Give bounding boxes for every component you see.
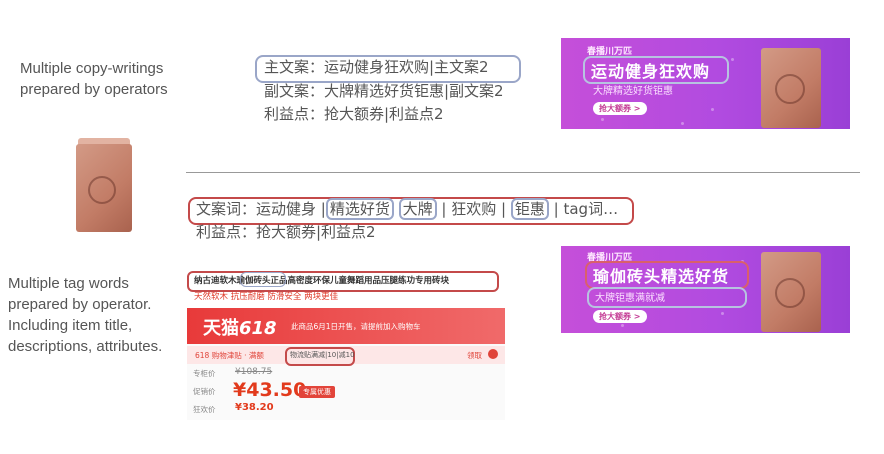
price-3: ¥38.20 [235, 402, 274, 413]
product-title-highlight [187, 271, 499, 292]
main-copy-highlight [255, 55, 521, 83]
tag-note-line-3: Including item title, [8, 317, 133, 334]
tag-words-highlight [188, 197, 634, 225]
banner-bottom-brand: 春播川万匹 [587, 253, 633, 263]
promo-strip [187, 346, 505, 364]
product-price-area: 618 购物津贴 · 满额 物流贴满减|10|减10 领取 专柜价 ¥108.7… [187, 344, 505, 420]
banner-top-sub: 大牌精选好货钜惠 [593, 86, 673, 97]
strip-tags: 物流贴满减|10|减10 [290, 351, 355, 359]
banner-bottom-sub-highlight [587, 287, 747, 308]
strip-tags-highlight [285, 347, 355, 366]
promo-badge[interactable]: 专属优惠 [299, 386, 335, 398]
banner-bottom-mandala-icon [775, 278, 805, 308]
tag-note-line-4: descriptions, attributes. [8, 338, 163, 355]
strip-dot-icon [488, 349, 498, 359]
banner-top-brand: 春播川万匹 [587, 47, 633, 57]
banner-bottom-sub: 大牌钜惠满就减 [595, 293, 665, 304]
banner-bottom-button[interactable]: 抢大额券 > [593, 310, 647, 323]
tag-note-line-1: Multiple tag words [8, 275, 129, 292]
banner-top-main-highlight [583, 56, 729, 84]
main-copy-line: 主文案：运动健身狂欢购|主文案2 [264, 58, 489, 76]
tmall-logo: 天猫 [203, 318, 239, 339]
promo-text: 此商品6月1日开售，请提前加入购物车 [291, 322, 421, 331]
price-label-2: 促销价 [193, 387, 216, 396]
tag-word-discount: 钜惠 [510, 198, 549, 220]
tag-word-brand: 大牌 [398, 198, 437, 220]
tmall-618: 618 [239, 318, 277, 339]
price-label-1: 专柜价 [193, 369, 216, 378]
banner-top-button[interactable]: 抢大额券 > [593, 102, 647, 115]
tag-word-selected-goods: 精选好货 [325, 198, 394, 220]
tag-words-suffix: | tag词… [553, 200, 619, 218]
sub-copy-line: 副文案：大牌精选好货钜惠|副文案2 [264, 82, 504, 100]
mandala-icon [88, 176, 116, 204]
product-subtitle: 天然软木 抗压耐磨 防滑安全 两块更佳 [194, 292, 339, 302]
tag-note: Multiple tag words prepared by operator.… [8, 273, 193, 357]
copywriting-note: Multiple copy-writings prepared by opera… [20, 58, 205, 100]
tag-words-prefix: 文案词：运动健身 | [196, 200, 326, 218]
tag-words-mid: | 狂欢购 | [441, 200, 507, 218]
copywriting-note-line-2: prepared by operators [20, 81, 168, 98]
banner-top-mandala-icon [775, 74, 805, 104]
title-tag-highlight [240, 272, 286, 287]
tag-benefit-line: 利益点：抢大额券|利益点2 [196, 223, 376, 241]
price-label-3: 狂欢价 [193, 405, 216, 414]
banner-top-main: 运动健身狂欢购 [591, 62, 711, 81]
price-2: ¥43.50 [233, 379, 307, 401]
banner-bottom-main: 瑜伽砖头精选好货 [593, 267, 730, 286]
strip-right[interactable]: 领取 [467, 351, 482, 360]
tag-note-line-2: prepared by operator. [8, 296, 152, 313]
strip-left: 618 购物津贴 · 满额 [195, 351, 264, 360]
yoga-brick-image [70, 138, 136, 234]
product-title: 纳古迪软木瑜伽砖头正品高密度环保儿童舞蹈用品压腿练功专用砖块 [194, 276, 450, 286]
tmall-header: 天猫618 此商品6月1日开售，请提前加入购物车 [187, 308, 505, 344]
copywriting-note-line-1: Multiple copy-writings [20, 60, 164, 77]
banner-bottom: 春播川万匹 瑜伽砖头精选好货 大牌钜惠满就减 抢大额券 > [561, 246, 850, 333]
tag-words-line: 文案词：运动健身 |精选好货 大牌 | 狂欢购 | 钜惠 | tag词… [196, 198, 618, 220]
section-divider [186, 172, 860, 173]
price-1: ¥108.75 [235, 367, 273, 377]
benefit-copy-line: 利益点：抢大额券|利益点2 [264, 105, 444, 123]
banner-top: 春播川万匹 运动健身狂欢购 大牌精选好货钜惠 抢大额券 > [561, 38, 850, 129]
